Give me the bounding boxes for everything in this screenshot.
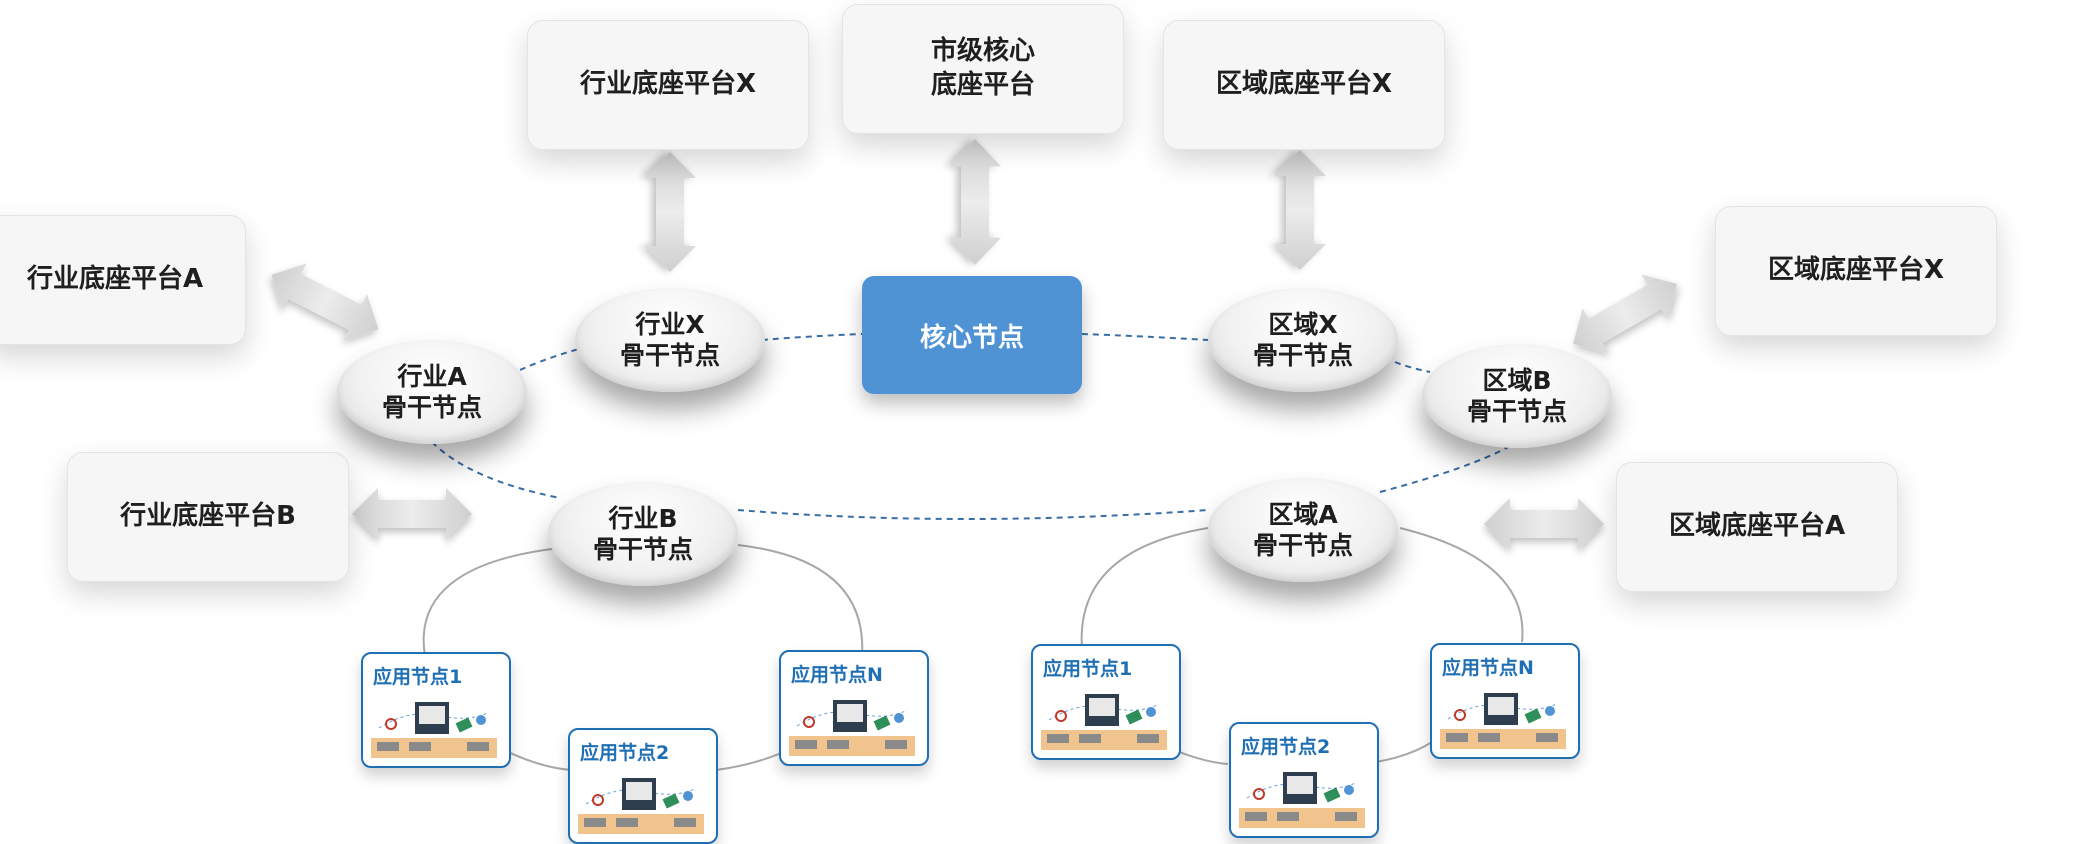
platform-industry-b: 行业底座平台B xyxy=(67,452,349,582)
app-node-label: 应用节点N xyxy=(791,664,883,686)
backbone-ring-bottom xyxy=(737,509,1209,520)
arrow-region-x-right-platform xyxy=(1560,261,1690,367)
server-illustration-icon xyxy=(1239,772,1365,828)
app-node-label: 应用节点N xyxy=(1442,657,1534,679)
app-node-left-n: 应用节点N xyxy=(779,650,929,766)
app-node-right-n: 应用节点N xyxy=(1430,643,1580,759)
platform-region-x-top: 区域底座平台X xyxy=(1163,20,1445,150)
app-node-left-2: 应用节点2 xyxy=(568,728,718,844)
server-illustration-icon xyxy=(371,702,497,758)
backbone-node-region-a: 区域A 骨干节点 xyxy=(1208,478,1398,582)
backbone-node-industry-x: 行业X 骨干节点 xyxy=(575,288,765,392)
arrow-region-x-platform xyxy=(1274,150,1326,270)
platform-region-x-right: 区域底座平台X xyxy=(1715,206,1997,336)
server-illustration-icon xyxy=(1440,693,1566,749)
arrow-industry-x-platform xyxy=(644,152,696,272)
backbone-ring-right xyxy=(1379,445,1511,493)
platform-city-core: 市级核心 底座平台 xyxy=(842,4,1124,134)
backbone-node-industry-a: 行业A 骨干节点 xyxy=(337,340,527,444)
platform-region-a: 区域底座平台A xyxy=(1616,462,1898,592)
app-ring-left-upper xyxy=(422,544,864,657)
app-ring-right-upper xyxy=(1080,527,1524,649)
backbone-node-region-b: 区域B 骨干节点 xyxy=(1422,344,1612,448)
core-node: 核心节点 xyxy=(862,276,1082,394)
app-node-right-1: 应用节点1 xyxy=(1031,644,1181,760)
server-illustration-icon xyxy=(789,700,915,756)
server-illustration-icon xyxy=(578,778,704,834)
app-node-label: 应用节点2 xyxy=(580,742,670,764)
platform-industry-a: 行业底座平台A xyxy=(0,215,246,345)
backbone-ring-left xyxy=(431,441,561,499)
app-node-label: 应用节点1 xyxy=(373,666,463,688)
backbone-node-industry-b: 行业B 骨干节点 xyxy=(548,482,738,586)
app-node-left-1: 应用节点1 xyxy=(361,652,511,768)
backbone-ring-top-center-left xyxy=(761,333,863,341)
server-illustration-icon xyxy=(1041,694,1167,750)
arrow-industry-b-platform xyxy=(352,488,472,540)
platform-industry-x-top: 行业底座平台X xyxy=(527,20,809,150)
app-node-right-2: 应用节点2 xyxy=(1229,722,1379,838)
backbone-node-region-x: 区域X 骨干节点 xyxy=(1208,288,1398,392)
arrow-industry-a-platform xyxy=(259,251,391,353)
app-node-label: 应用节点1 xyxy=(1043,658,1133,680)
backbone-ring-top-right xyxy=(1394,361,1431,373)
app-node-label: 应用节点2 xyxy=(1241,736,1331,758)
arrow-region-a-platform xyxy=(1484,498,1604,550)
backbone-ring-top-center-right xyxy=(1081,333,1209,341)
arrow-city-core-platform xyxy=(949,139,1001,265)
